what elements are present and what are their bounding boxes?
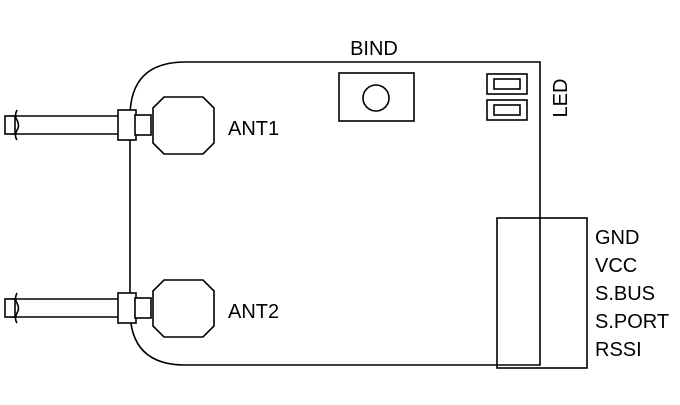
bind-button-frame (338, 72, 415, 122)
pin-label-rssi: RSSI (595, 339, 642, 361)
bind-button (362, 84, 390, 112)
antenna-2 (4, 292, 152, 324)
pin-labels: GND VCC S.BUS S.PORT RSSI (595, 227, 669, 361)
ant1-connector-pad (152, 96, 215, 155)
pin-label-sbus: S.BUS (595, 283, 655, 305)
ant2-connector-pad (152, 279, 215, 338)
pin-label-sport: S.PORT (595, 311, 669, 333)
pin-label-gnd: GND (595, 227, 639, 249)
ant2-label: ANT2 (228, 301, 279, 323)
pin-header (496, 217, 588, 369)
pin-label-vcc: VCC (595, 255, 637, 277)
board-outline (129, 61, 541, 366)
led-label: LED (550, 79, 572, 118)
led-2 (486, 99, 528, 121)
antenna-1 (4, 109, 152, 141)
led-1 (486, 73, 528, 95)
bind-label: BIND (350, 38, 398, 60)
ant1-label: ANT1 (228, 118, 279, 140)
